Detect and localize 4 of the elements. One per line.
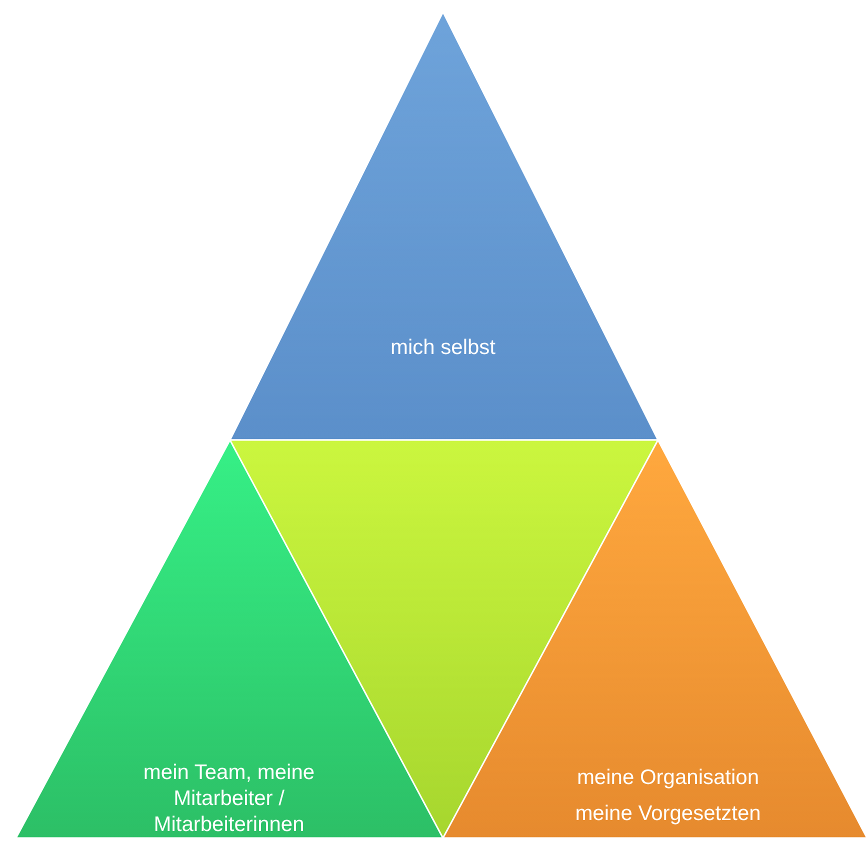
segment-label: meine Vorgesetzten (574, 801, 762, 827)
segment-label: meine Organisation (576, 765, 760, 791)
segment-label: mich selbst (389, 335, 497, 361)
segment-label: mein Team, meine Mitarbeiter / Mitarbeiterinnen (142, 760, 316, 838)
